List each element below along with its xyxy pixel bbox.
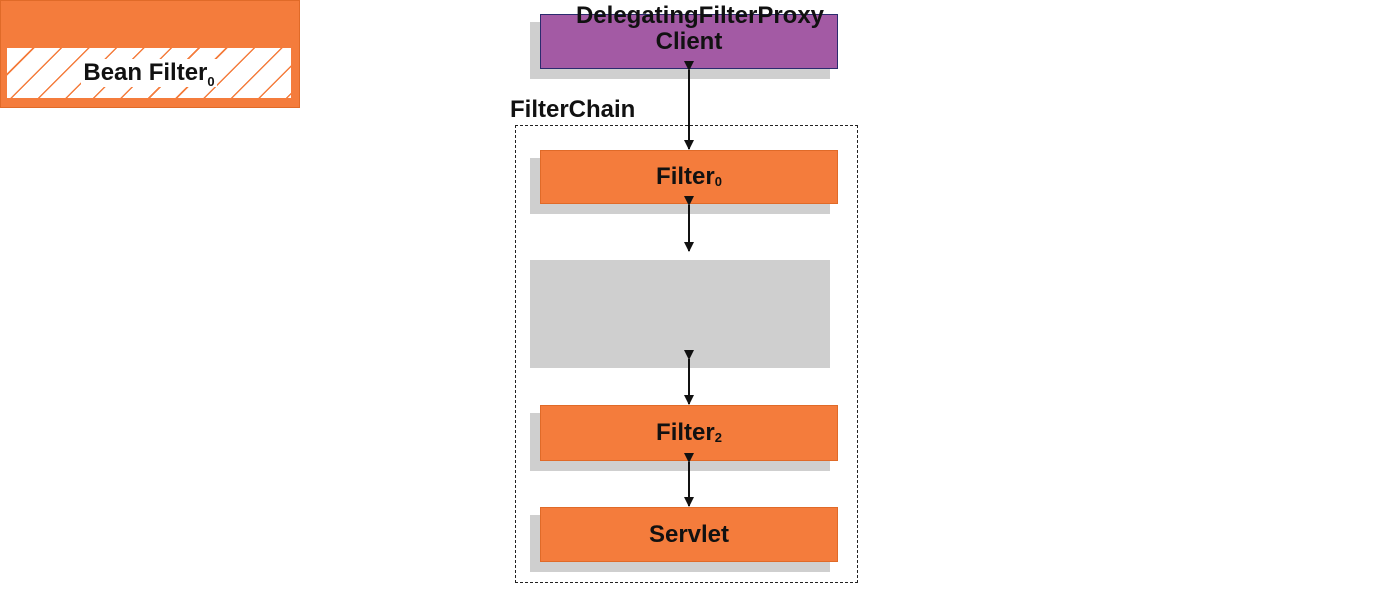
client-box: Client <box>540 14 838 69</box>
filter2-label: Filter <box>656 419 715 446</box>
bean-filter-subscript: 0 <box>207 74 215 89</box>
servlet-box: Servlet <box>540 507 838 562</box>
filter2-subscript: 2 <box>714 429 722 445</box>
delegating-filter-proxy-box: DelegatingFilterProxy Bean Filter0 <box>0 0 824 108</box>
delegating-proxy-shadow <box>530 260 830 368</box>
servlet-label: Servlet <box>648 520 730 548</box>
delegating-filter-proxy-label: DelegatingFilterProxy <box>575 2 825 29</box>
filter-chain-label: FilterChain <box>510 96 636 123</box>
bean-filter-box: Bean Filter0 <box>6 47 292 99</box>
bean-filter-text: Bean Filter0 <box>81 59 217 89</box>
client-label: Client <box>655 27 723 55</box>
filter0-subscript: 0 <box>714 173 722 189</box>
filter0-label: Filter <box>656 163 715 190</box>
bean-filter-label: Bean Filter <box>83 59 208 86</box>
